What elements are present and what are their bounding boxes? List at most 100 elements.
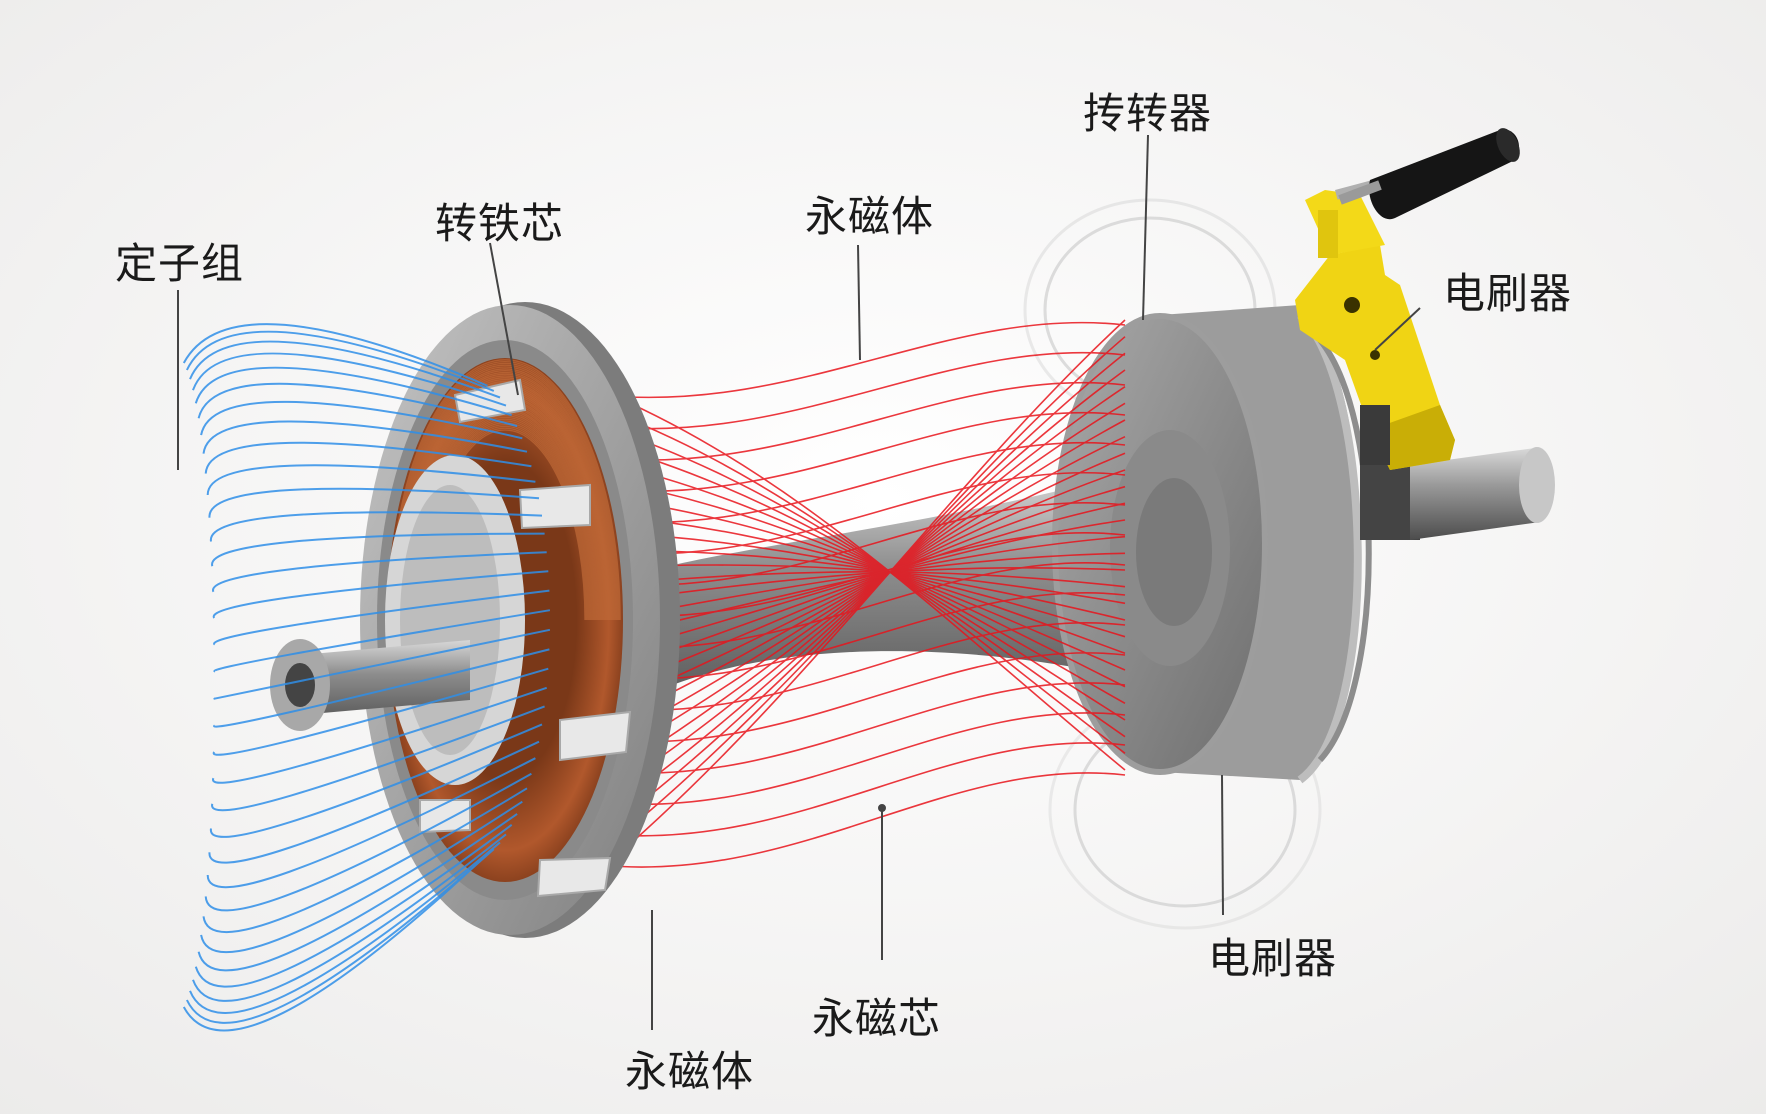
blue-field-line — [202, 787, 528, 934]
blue-field-line — [212, 667, 549, 756]
label-brush-top: 电刷器 — [1443, 269, 1573, 318]
red-field-line — [599, 402, 1126, 782]
label-magnet-core: 永磁芯 — [812, 994, 942, 1043]
red-field-line — [599, 566, 1126, 605]
blue-field-line — [212, 686, 548, 784]
label-magnet-top: 永磁体 — [805, 192, 935, 241]
blue-field-line — [202, 420, 528, 454]
red-field-line — [599, 471, 1126, 555]
blue-field-line — [197, 382, 518, 428]
red-field-lines — [599, 319, 1126, 871]
blue-field-line — [189, 340, 501, 399]
blue-field-line — [192, 833, 507, 1002]
red-field-line — [599, 531, 1126, 638]
leader-brush-top — [1374, 307, 1421, 351]
red-field-line — [599, 485, 1126, 693]
red-field-line — [599, 712, 1126, 806]
red-field-line — [599, 369, 1126, 818]
red-field-line — [599, 407, 1126, 754]
red-field-line — [599, 336, 1126, 853]
leader-rotator — [1142, 134, 1149, 321]
blue-field-line — [212, 551, 547, 593]
blue-field-line — [197, 813, 518, 972]
blue-field-line — [200, 400, 523, 440]
red-field-line — [599, 321, 1126, 399]
leader-brush-bottom — [1221, 774, 1224, 916]
blue-field-line — [204, 441, 532, 474]
blue-field-line — [182, 853, 489, 1032]
red-field-line — [599, 389, 1126, 771]
red-field-line — [599, 424, 1126, 738]
red-field-line — [599, 652, 1126, 743]
red-field-line — [599, 531, 1126, 618]
blue-field-line — [213, 628, 551, 700]
left-shaft — [270, 639, 470, 731]
red-field-line — [599, 591, 1126, 681]
blue-field-line — [192, 352, 507, 407]
blue-field-line — [189, 841, 501, 1014]
red-field-line — [599, 495, 1126, 671]
red-field-line — [599, 682, 1126, 774]
blue-field-line — [185, 848, 495, 1024]
red-field-line — [599, 519, 1126, 658]
blue-field-line — [206, 464, 536, 496]
blue-field-lines — [182, 323, 551, 1032]
red-field-line — [599, 419, 1126, 764]
stator-teeth — [419, 378, 632, 898]
label-rotator: 抟转器 — [1083, 89, 1213, 138]
leader-lines — [177, 134, 1421, 1030]
leader-rotor-core — [489, 242, 519, 396]
red-field-line — [599, 622, 1126, 712]
blue-field-line — [206, 757, 536, 889]
blue-field-line — [185, 330, 495, 392]
blue-field-line — [209, 723, 543, 838]
red-field-line — [599, 351, 1126, 430]
red-field-line — [599, 571, 1126, 588]
blue-field-line — [204, 772, 532, 912]
blue-field-line — [213, 589, 550, 646]
red-field-line — [599, 742, 1126, 837]
copper-wire — [391, 362, 619, 621]
red-field-line — [599, 381, 1126, 461]
blue-field-line — [182, 323, 488, 387]
blue-field-line — [212, 570, 549, 619]
blue-field-line — [208, 487, 540, 518]
red-field-line — [599, 549, 1126, 621]
red-field-line — [599, 460, 1126, 704]
red-field-line — [599, 319, 1126, 871]
blue-field-line — [211, 705, 545, 812]
blue-field-line — [213, 609, 551, 673]
red-field-line — [599, 501, 1126, 587]
red-field-line — [599, 561, 1126, 649]
red-field-line — [599, 513, 1126, 655]
brush-bracket — [1295, 174, 1455, 470]
handle — [1338, 128, 1520, 220]
blue-field-line — [211, 532, 545, 567]
blue-field-line — [213, 648, 550, 728]
blue-field-line — [194, 366, 512, 417]
red-field-line — [599, 442, 1126, 721]
label-brush-bottom: 电刷器 — [1208, 934, 1338, 983]
red-field-line — [599, 441, 1126, 524]
blue-field-line — [209, 511, 543, 542]
label-rotor-core: 转铁芯 — [435, 199, 565, 248]
red-field-line — [599, 772, 1126, 868]
copper-wire — [389, 359, 621, 621]
copper-wire — [391, 364, 619, 621]
blue-field-line — [208, 740, 540, 864]
red-field-line — [599, 469, 1126, 711]
red-field-line — [599, 386, 1126, 800]
leader-magnet-top — [857, 244, 861, 361]
blue-field-line — [200, 800, 523, 954]
red-field-line — [599, 535, 1126, 640]
label-magnet-bottom: 永磁体 — [625, 1047, 755, 1096]
red-field-line — [599, 564, 1126, 605]
blue-field-line — [194, 823, 513, 988]
output-shaft — [1410, 447, 1555, 540]
red-field-line — [599, 411, 1126, 493]
copper-wire — [390, 361, 620, 621]
red-field-line — [599, 478, 1126, 688]
label-stator-group: 定子组 — [115, 239, 245, 288]
